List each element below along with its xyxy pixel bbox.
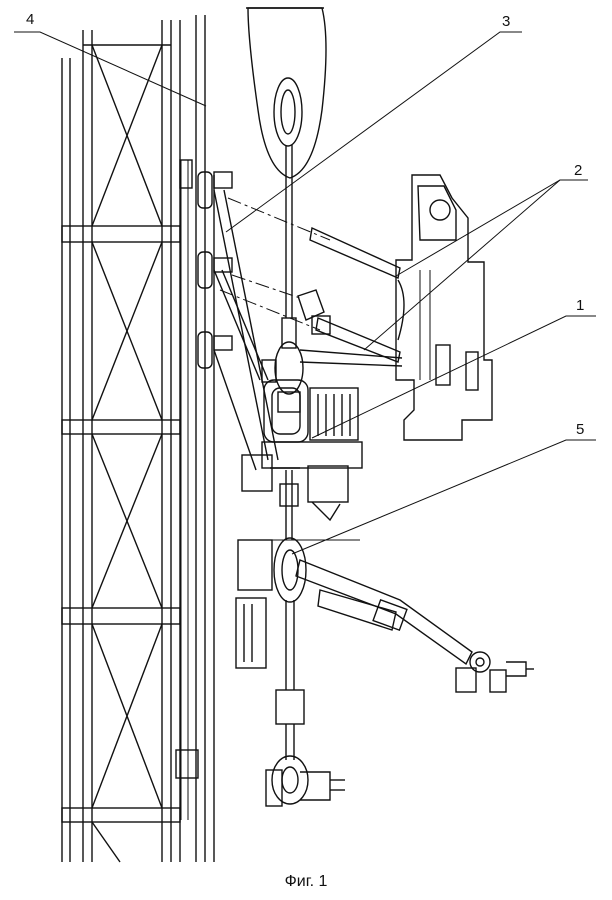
lattice-tower <box>61 20 181 863</box>
callout-4: 4 <box>26 11 35 28</box>
central-machine <box>261 359 363 541</box>
leader-lines <box>14 31 596 555</box>
arm-assembly <box>197 171 331 492</box>
callout-5: 5 <box>576 421 585 438</box>
callout-2: 2 <box>574 162 583 179</box>
elevator-links <box>265 77 345 807</box>
figure-caption: Фиг. 1 <box>284 873 328 890</box>
manipulator-arms <box>297 226 403 367</box>
lower-arm <box>235 539 534 693</box>
callout-3: 3 <box>502 13 511 30</box>
guide-rails <box>175 15 215 862</box>
travelling-block <box>246 7 327 179</box>
callout-1: 1 <box>576 297 585 314</box>
drilling-machine-right <box>395 174 493 441</box>
